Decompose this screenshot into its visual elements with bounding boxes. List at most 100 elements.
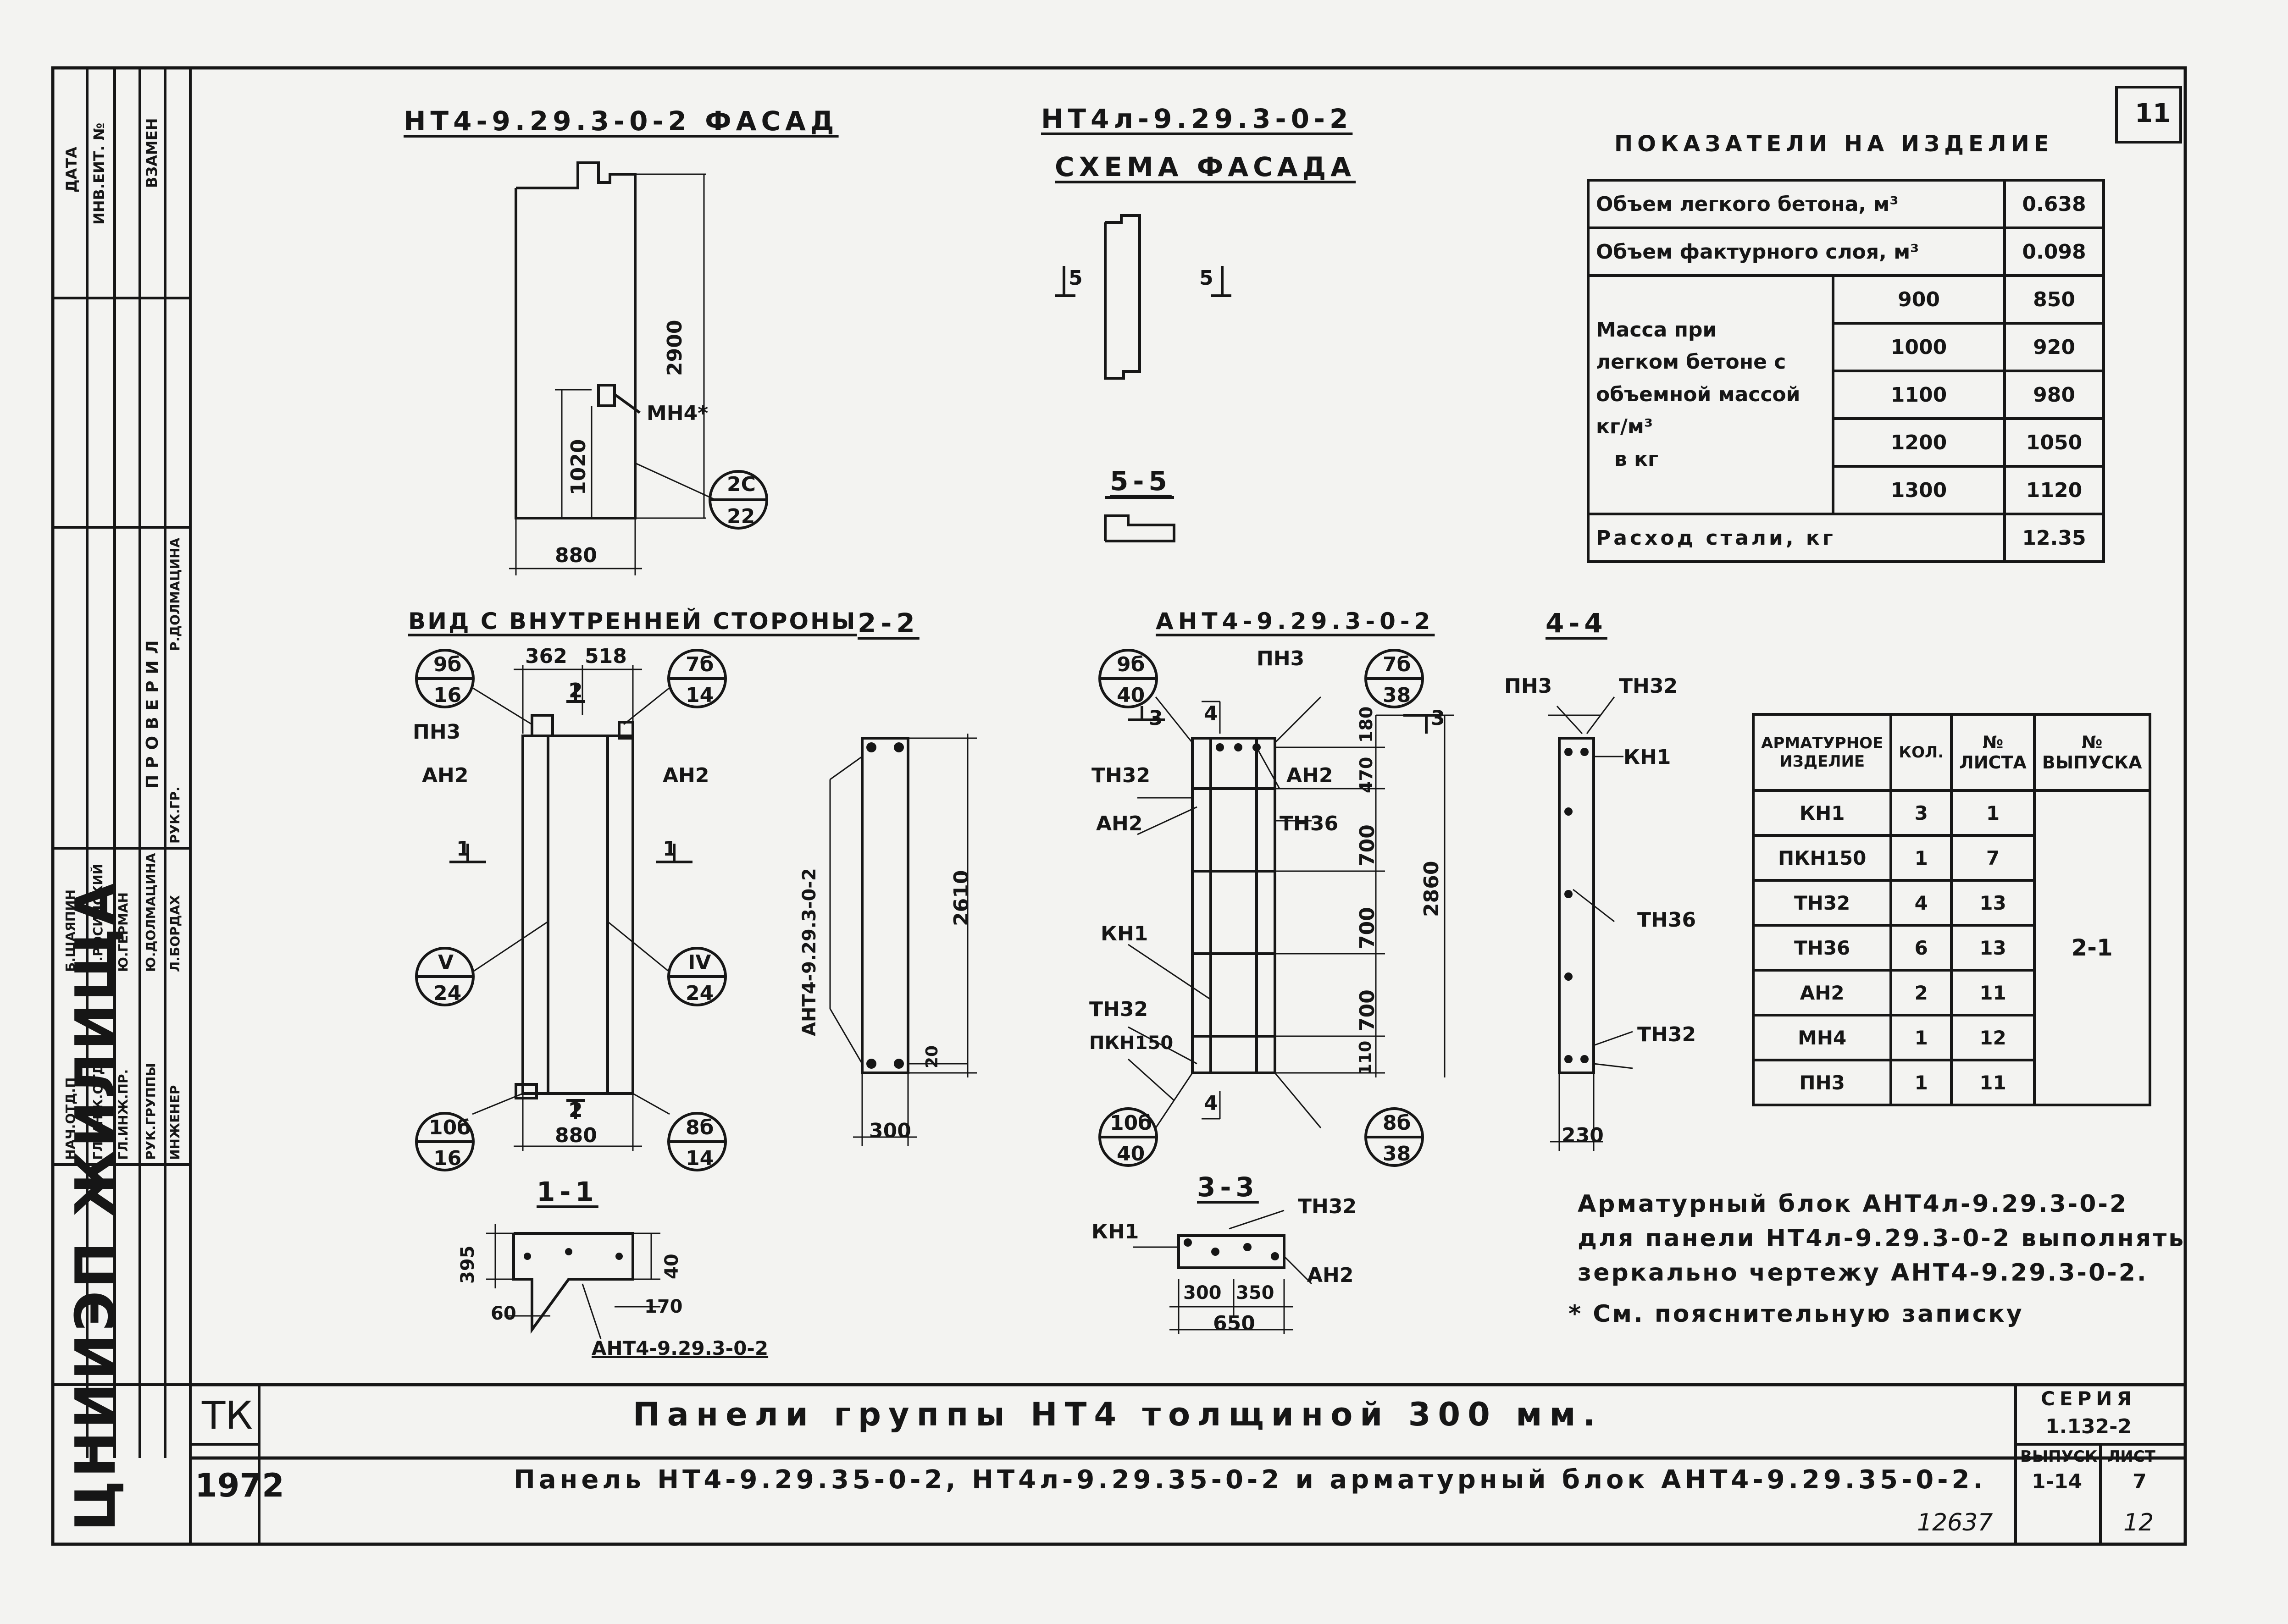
callout-bottom: 24 [686,982,714,1005]
callout-top: 10б [429,1116,471,1139]
callout-top: 7б [686,653,714,676]
callout-top: V [438,951,454,974]
bom-issue: 2-1 [2033,789,2151,1106]
schema-title-line1: НТ4л-9.29.3-0-2 [1041,103,1353,134]
section-44-title: 4-4 [1546,608,1607,639]
callout-top: IV [688,951,711,974]
schema-cut-left: 5 [1069,266,1083,290]
mass-label: Масса при легком бетоне с объемной массо… [1587,274,1834,515]
bom-qty: 1 [1889,1014,1953,1061]
s11-dim-c: 40 [661,1254,682,1279]
stamp-role-1: РУК.ГРУППЫ [143,1063,158,1160]
mass-label-line2: легком бетоне с [1596,350,1786,374]
series-value: 1.132-2 [2045,1415,2132,1438]
inner-label-an2-left: АН2 [422,764,469,787]
callout-top: 7б [1383,653,1411,676]
callout-bottom: 40 [1117,1142,1145,1166]
mass-density: 1200 [1831,417,2006,468]
schema-outline [1055,214,1231,542]
s11-dim-b: 170 [644,1296,683,1317]
callout-top: 10б [1110,1111,1152,1135]
bom-qty: 6 [1889,924,1953,972]
stamp-date-label: ДАТА [63,147,80,193]
spec-label: Объем легкого бетона, м³ [1586,179,2006,229]
steel-value: 12.35 [2003,513,2105,563]
schema-section-title: 5-5 [1110,465,1172,497]
sheet-number-box [2115,86,2182,144]
bom-item: ТН32 [1751,879,1893,927]
s33-label-an2: АН2 [1307,1264,1354,1287]
arm-dim-180: 180 [1356,706,1376,743]
section-11-title: 1-1 [537,1176,598,1207]
inner-cut-right: 1 [663,837,677,861]
inner-view-outline [449,665,692,1151]
arm-label-tn36: ТН36 [1280,812,1339,835]
inner-cut-2-bottom: 2 [569,1099,583,1122]
note-line3: зеркально чертежу АНТ4-9.29.3-0-2. [1578,1259,2148,1287]
series-label: СЕРИЯ [2041,1387,2136,1410]
section-22-label: АНТ4-9.29.3-0-2 [799,868,820,1036]
section-22-outline [829,734,977,1146]
mass-density: 1000 [1831,322,2006,372]
arm-label-pkn150: ПКН150 [1089,1033,1174,1054]
stamp-name-5: Л.БОРДАХ [167,895,183,972]
facade-callout-bottom: 22 [727,505,755,528]
facade-title: НТ4-9.29.3-0-2 ФАСАД [404,105,839,137]
mass-value: 850 [2003,274,2105,325]
steel-label: Расход стали, кг [1586,513,2006,563]
s44-label-tn36: ТН36 [1637,908,1696,932]
s11-dim-h: 395 [457,1245,478,1284]
stamp-name-4: Ю.ДОЛМАЦИНА [143,853,158,972]
title-line1: Панели группы НТ4 толщиной 300 мм. [633,1396,1603,1433]
note-line1: Арматурный блок АНТ4л-9.29.3-0-2 [1578,1190,2128,1218]
sheet-number: 11 [2135,99,2171,128]
inner-label-pn3: ПН3 [413,720,461,744]
callout-bottom: 16 [433,684,462,707]
spec-label: Объем фактурного слоя, м³ [1586,226,2006,277]
section-22-width: 300 [869,1119,911,1143]
callout-bottom: 38 [1383,1142,1411,1166]
arm-dim-700-a: 700 [1356,824,1379,867]
bom-header-sheet: № ЛИСТА [1950,713,2036,792]
stamp-number-1: 12637 [1917,1509,1993,1536]
bom-table: АРМАТУРНОЕ ИЗДЕЛИЕ КОЛ. № ЛИСТА № ВЫПУСК… [1751,713,2151,1106]
title-tk: ТК [202,1393,253,1438]
arm-cut-3-left: 3 [1149,707,1163,730]
inner-cut-2-top: 2 [569,679,583,702]
schema-title-line2: СХЕМА ФАСАДА [1055,151,1356,182]
stamp-replace-label: ВЗАМЕН [143,118,161,188]
s44-width: 230 [1562,1124,1604,1147]
inner-label-an2-right: АН2 [663,764,709,787]
s11-dim-a: 60 [491,1303,516,1324]
arm-cut-4-top: 4 [1204,702,1218,725]
org-logo: ЦНИИЭП ЖИЛИЩА [64,880,128,1531]
note-line2: для панели НТ4л-9.29.3-0-2 выполнять [1578,1225,2186,1252]
spec-value: 0.638 [2003,179,2105,229]
callout-bottom: 24 [433,982,462,1005]
bom-header: АРМАТУРНОЕ ИЗДЕЛИЕ КОЛ. № ЛИСТА № ВЫПУСК… [1751,713,2151,792]
callout-bottom: 14 [686,684,714,707]
side-stamp-frame [51,66,192,1546]
s33-label-tn32: ТН32 [1298,1195,1357,1218]
section-33-title: 3-3 [1197,1171,1259,1203]
bom-header-qty: КОЛ. [1889,713,1953,792]
section-22-height: 2610 [950,870,973,926]
bom-item: ТН36 [1751,924,1893,972]
bom-item: ПКН150 [1751,834,1893,882]
section-33-outline [1133,1210,1313,1334]
mass-value: 1120 [2003,465,2105,515]
callout-top: 9б [1117,653,1145,676]
note-line4: * См. пояснительную записку [1568,1300,2024,1328]
mass-value: 920 [2003,322,2105,372]
arm-label-pn3: ПН3 [1257,647,1305,670]
title-line2: Панель НТ4-9.29.35-0-2, НТ4л-9.29.35-0-2… [514,1465,1987,1495]
stamp-name-6: Р.ДОЛМАЦИНА [167,537,183,651]
arm-dim-700-b: 700 [1356,907,1379,949]
